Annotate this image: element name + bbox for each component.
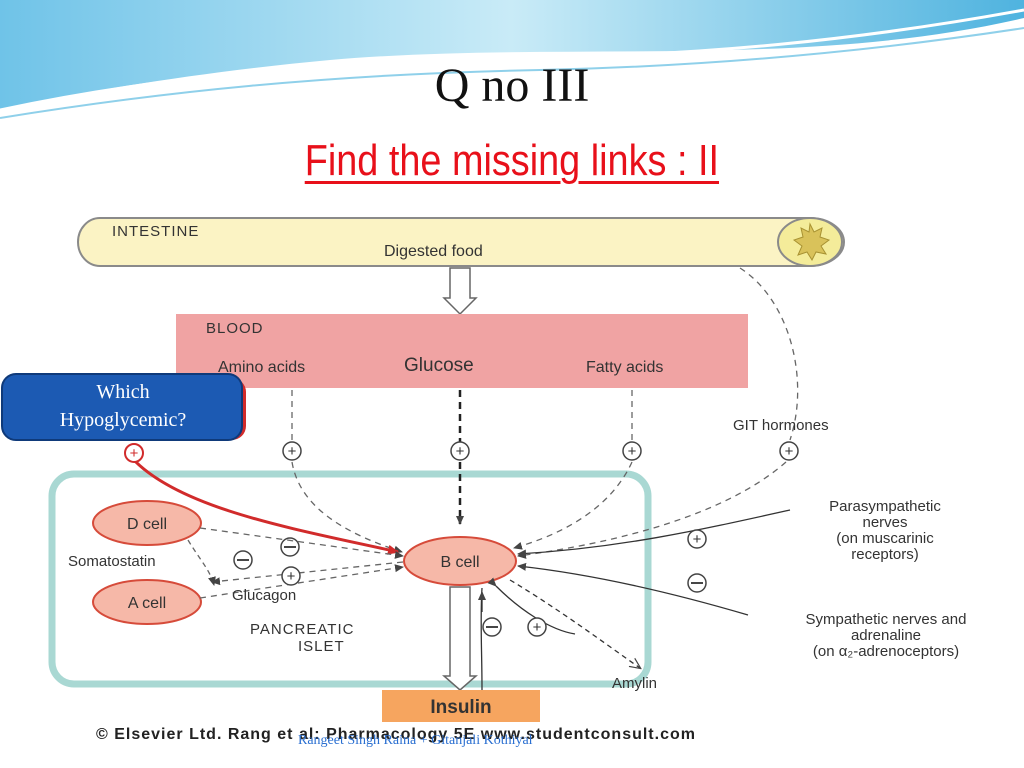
sympathetic-label-3: (on α₂-adrenoceptors) [813,643,959,660]
pancreatic-islet-frame [48,470,652,688]
somatostatin-label: Somatostatin [68,553,156,570]
git-hormones-label: GIT hormones [733,417,829,434]
svg-text:+: + [130,445,139,462]
plus-sign-amylin-feedback [527,617,547,637]
svg-text:D cell: D cell [127,516,167,533]
insulin-box: Insulin [382,690,540,722]
svg-text:+: + [533,619,542,636]
glucose-label: Glucose [404,355,474,376]
header-wave-decoration [0,0,1024,119]
fatty-acids-label: Fatty acids [586,359,663,376]
hypoglycemic-arrow [130,456,399,555]
parasympathetic-label-1: Parasympathetic [829,498,941,515]
parasympathetic-label-2: nerves [862,514,907,531]
intestine: INTESTINE Digested food [77,217,845,267]
sympathetic-label-1: Sympathetic nerves and [806,611,967,628]
plus-sign-fatty-acids [622,441,642,461]
authors-credit: Rangeet Singh Raina + Gitanjali Kothiyal [298,733,533,748]
plus-sign-glucose [450,441,470,461]
svg-text:B cell: B cell [440,554,479,571]
glucagon-label: Glucagon [232,587,296,604]
amino-acids-label: Amino acids [218,359,305,376]
blood-box: BLOOD Amino acids Glucose Fatty acids [176,314,748,388]
svg-text:Insulin: Insulin [430,697,491,718]
svg-text:+: + [288,443,297,460]
hypoglycemic-callout [1,373,246,441]
amylin-label: Amylin [612,675,657,692]
plus-sign-parasympathetic [687,529,707,549]
svg-text:+: + [693,531,702,548]
slide-title: Q no III [434,59,590,112]
plus-sign-amino [282,441,302,461]
d-cell: D cell [92,500,202,546]
intestine-lumen-icon [792,222,831,262]
b-cell: B cell [403,536,517,586]
intestine-label: INTESTINE [112,223,199,240]
food-to-blood-arrow [442,267,478,316]
hypoglycemic-callout-text: Which Hypoglycemic? [59,381,187,431]
subtitle-text: Find the missing links : II [304,136,720,185]
svg-text:+: + [287,568,296,585]
pancreatic-islet-label-1: PANCREATIC [250,621,354,638]
parasympathetic-label-4: receptors) [851,546,919,563]
plus-sign-glucagon [281,566,301,586]
plus-sign-hypoglycemic [124,443,144,463]
svg-text:A cell: A cell [128,595,166,612]
copyright-credit: © Elsevier Ltd. Rang et al: Pharmacology… [96,726,696,743]
svg-text:+: + [456,443,465,460]
a-cell: A cell [92,579,202,625]
parasympathetic-label-3: (on muscarinic [836,530,934,547]
slide-subtitle: Find the missing links : II [0,136,1024,186]
svg-text:+: + [628,443,637,460]
pancreatic-islet-label-2: ISLET [298,638,345,655]
blood-label: BLOOD [206,320,264,337]
sympathetic-label-2: adrenaline [851,627,921,644]
digested-food-label: Digested food [384,243,483,260]
plus-sign-git [779,441,799,461]
b-cell-to-insulin-arrow [442,586,478,691]
svg-text:+: + [785,443,794,460]
